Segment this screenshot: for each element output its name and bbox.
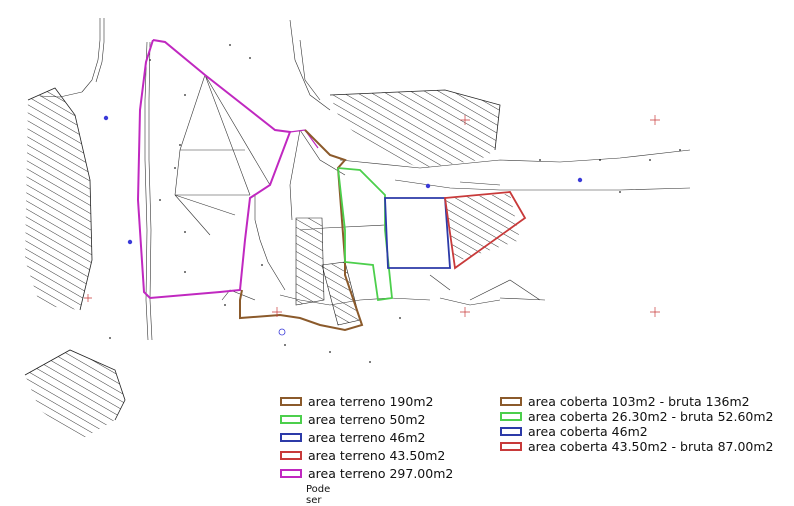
- legend-label: area terreno 50m2: [308, 412, 426, 427]
- legend-item: area coberta 43.50m2 - bruta 87.00m2: [500, 439, 773, 454]
- legend-label: area terreno 46m2: [308, 430, 426, 445]
- boundary-blue: [384, 197, 451, 269]
- legend-item: area terreno 297.00m2: [280, 466, 453, 481]
- legend-item: area terreno 50m2: [280, 412, 426, 427]
- legend-swatch: [500, 397, 522, 406]
- legend-label: area coberta 103m2 - bruta 136m2: [528, 394, 750, 409]
- hatch-bottom-left: [25, 350, 125, 440]
- legend-swatch: [500, 427, 522, 436]
- legend-swatch: [280, 433, 302, 442]
- legend-item: area coberta 103m2 - bruta 136m2: [500, 394, 750, 409]
- legend-label: area terreno 190m2: [308, 394, 434, 409]
- elevation-markers: [103, 115, 583, 336]
- boundary-red: [443, 191, 527, 270]
- legend-item: area terreno 43.50m2: [280, 448, 445, 463]
- legend-note: Pode ser vendido: [306, 484, 331, 506]
- legend-label: area terreno 43.50m2: [308, 448, 446, 463]
- hatch-building-center: [321, 261, 361, 326]
- legend-item: area coberta 46m2: [500, 424, 648, 439]
- legend-swatch: [500, 412, 522, 421]
- legend-swatch: [500, 442, 522, 451]
- legend-label: area coberta 43.50m2 - bruta 87.00m2: [528, 439, 774, 454]
- boundary-brown: [239, 129, 364, 332]
- hatch-top-center: [330, 90, 500, 168]
- legend-label: area terreno 297.00m2: [308, 466, 454, 481]
- hatch-building-left: [295, 217, 325, 306]
- legend-swatch: [280, 397, 302, 406]
- survey-points: [109, 44, 681, 363]
- hatch-left-slope: [25, 88, 92, 310]
- legend-swatch: [280, 415, 302, 424]
- legend-swatch: [280, 451, 302, 460]
- hatched-areas: [24, 87, 520, 440]
- legend-item: area terreno 190m2: [280, 394, 433, 409]
- legend-item: area terreno 46m2: [280, 430, 426, 445]
- boundary-green: [337, 167, 393, 302]
- legend-item: area coberta 26.30m2 - bruta 52.60m2: [500, 409, 773, 424]
- legend-label: area coberta 26.30m2 - bruta 52.60m2: [528, 409, 774, 424]
- survey-lines: [39, 18, 691, 341]
- hatch-building-red: [445, 194, 520, 262]
- boundary-magenta: [136, 39, 292, 300]
- legend-label: area coberta 46m2: [528, 424, 648, 439]
- grid-crosses: [84, 115, 660, 317]
- legend-swatch: [280, 469, 302, 478]
